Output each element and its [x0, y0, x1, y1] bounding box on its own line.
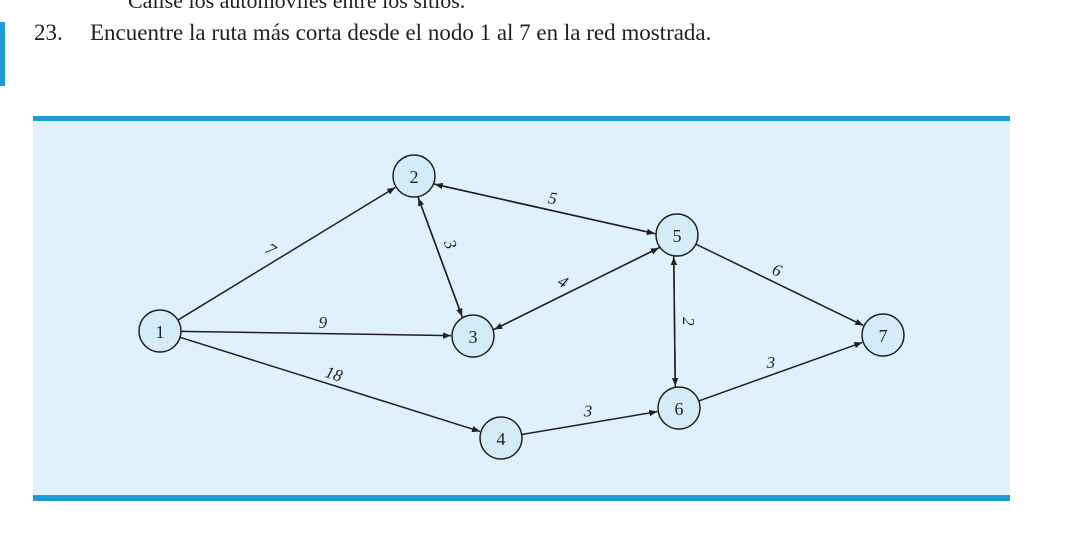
- edge-6-to-5: [670, 257, 678, 388]
- node-circle-2: [392, 154, 436, 198]
- node-6: 6: [657, 386, 701, 430]
- edge-5-to-2: [434, 182, 656, 235]
- node-label-6: 6: [675, 399, 684, 419]
- node-4: 4: [479, 416, 523, 460]
- edge-5-to-3: [493, 246, 661, 331]
- figure-bottom-band: [33, 495, 1010, 501]
- node-label-1: 1: [156, 322, 165, 342]
- node-label-4: 4: [497, 429, 506, 449]
- edge-weight-2-5: 5: [547, 188, 559, 208]
- edge-3-to-2: [417, 197, 464, 318]
- node-circle-3: [451, 314, 495, 358]
- node-circle-4: [479, 416, 523, 460]
- edge-weight-1-4: 18: [323, 362, 346, 385]
- node-label-5: 5: [673, 226, 682, 246]
- edge-weight-4-6: 3: [583, 402, 593, 421]
- figure-top-band: [33, 116, 1010, 121]
- node-1: 1: [138, 309, 182, 353]
- problem-number: 23.: [34, 20, 63, 45]
- node-2: 2: [392, 154, 436, 198]
- node-circle-5: [655, 213, 699, 257]
- edge-4-to-6: [521, 409, 658, 436]
- node-label-2: 2: [410, 167, 419, 187]
- edge-1-to-2: [177, 186, 396, 321]
- edge-6-to-7: [698, 341, 863, 402]
- edge-weight-5-6: 2: [679, 317, 698, 326]
- node-label-3: 3: [469, 327, 478, 347]
- margin-accent-bar: [0, 22, 5, 86]
- node-label-7: 7: [879, 326, 888, 346]
- problem-text: Encuentre la ruta más corta desde el nod…: [90, 20, 712, 45]
- edge-weight-1-3: 9: [319, 313, 328, 332]
- node-circle-6: [657, 386, 701, 430]
- previous-problem-text-fragment: Calise los automóviles entre los sitios.: [128, 0, 466, 13]
- edge-1-to-3: [180, 330, 452, 339]
- edge-5-to-7: [695, 243, 864, 327]
- node-circle-7: [861, 313, 905, 357]
- node-7: 7: [861, 313, 905, 357]
- node-3: 3: [451, 314, 495, 358]
- node-circle-1: [138, 309, 182, 353]
- problem-statement: 23. Encuentre la ruta más corta desde el …: [34, 20, 711, 46]
- edge-weight-6-7: 3: [766, 353, 776, 372]
- node-5: 5: [655, 213, 699, 257]
- edge-1-to-4: [179, 336, 481, 433]
